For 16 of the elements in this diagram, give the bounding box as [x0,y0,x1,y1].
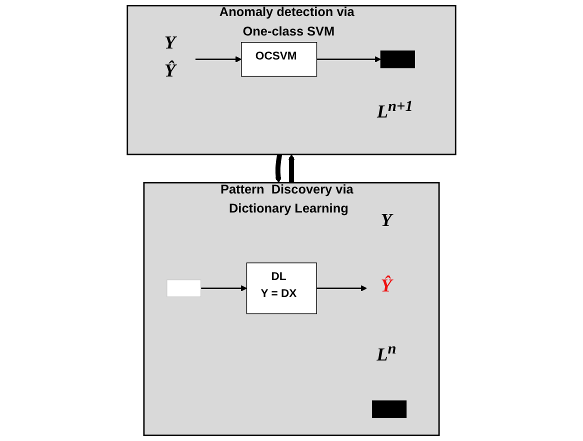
arrow [200,285,247,292]
arrow [316,285,367,292]
node-text: Y Ŷ [164,32,176,81]
node-text: L$^{n+1}$ [376,97,413,122]
node-bar [372,400,407,418]
node-text: L$^{n}$ [376,340,396,365]
node-box [246,262,317,314]
node-text: Y [380,210,392,230]
node-text: Ŷ [380,275,392,296]
node-box [241,42,318,77]
node-bar [380,50,415,68]
arrow [316,56,381,62]
node-picture [166,279,202,298]
arrow [275,154,282,183]
arrow [195,56,242,62]
arrow [288,154,295,183]
